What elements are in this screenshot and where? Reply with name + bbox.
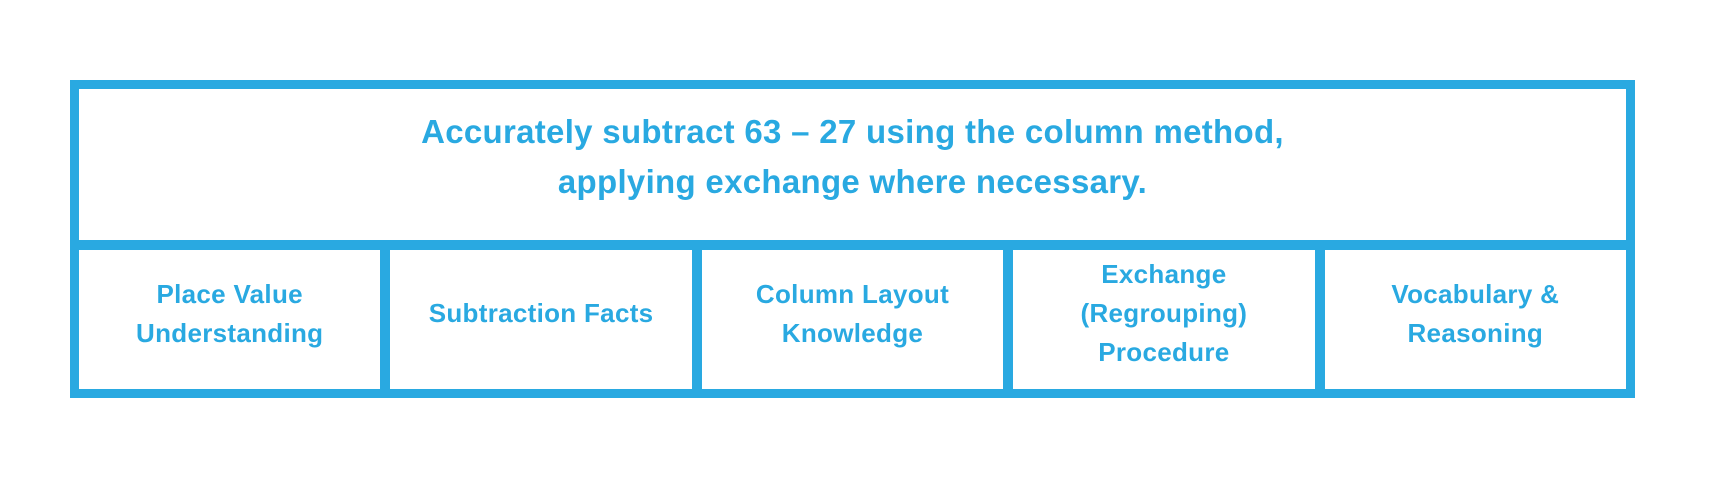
component-box-vocabulary-reasoning: Vocabulary & Reasoning xyxy=(1324,250,1626,389)
component-box-exchange-procedure: Exchange (Regrouping) Procedure xyxy=(1013,250,1315,389)
component-label: Exchange (Regrouping) Procedure xyxy=(1080,259,1248,367)
component-box-place-value: Place Value Understanding xyxy=(79,250,381,389)
component-box-column-layout: Column Layout Knowledge xyxy=(701,250,1004,389)
component-label: Column Layout Knowledge xyxy=(755,278,950,348)
objective-box: Accurately subtract 63 – 27 using the co… xyxy=(79,89,1626,240)
component-box-subtraction-facts: Subtraction Facts xyxy=(390,250,692,389)
component-label: Subtraction Facts xyxy=(428,298,654,328)
component-label: Vocabulary & Reasoning xyxy=(1391,278,1560,348)
objective-text-line-2: applying exchange where necessary. xyxy=(557,162,1148,200)
component-label: Place Value Understanding xyxy=(136,278,324,348)
objective-text-line-1: Accurately subtract 63 – 27 using the co… xyxy=(421,112,1284,150)
skill-breakdown-diagram: Accurately subtract 63 – 27 using the co… xyxy=(70,80,1635,398)
